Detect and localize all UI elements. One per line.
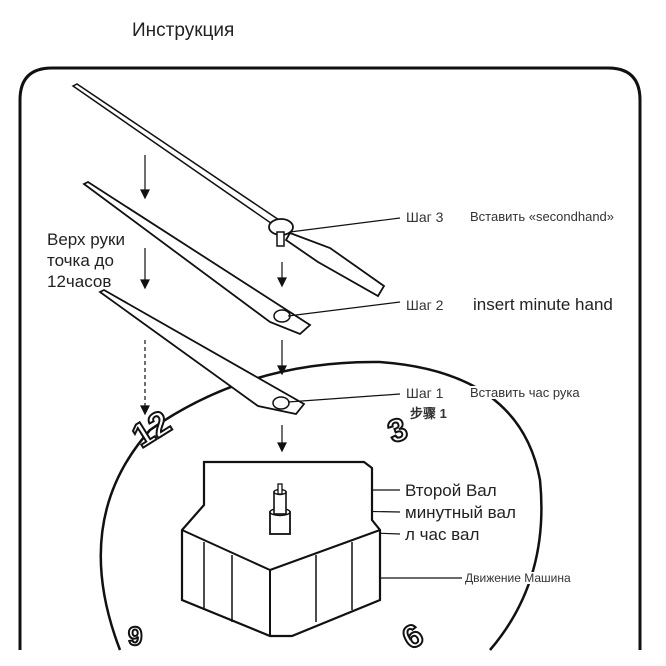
step-2-label: Шаг 2	[406, 297, 444, 313]
dial-number-12: 12	[126, 403, 178, 455]
second-hand	[71, 83, 386, 298]
hour-hand	[98, 288, 306, 415]
dial-number-6: 6	[396, 616, 429, 656]
minute-hand	[82, 180, 312, 336]
frame-border	[18, 66, 642, 650]
step-1-text: Вставить час рука	[470, 385, 580, 400]
side-note-line-1: Верх руки	[47, 230, 125, 249]
dial-number-3: 3	[383, 410, 412, 450]
hour-shaft-label: л час вал	[405, 525, 480, 544]
step-2-text: insert minute hand	[473, 295, 613, 314]
side-note-line-2: точка до	[47, 251, 114, 270]
side-note-line-3: 12часов	[47, 272, 112, 291]
step-3-text: Вставить «secondhand»	[470, 209, 615, 224]
minute-shaft-label: минутный вал	[405, 503, 516, 522]
clock-movement-box	[180, 460, 382, 638]
movement-shafts	[269, 483, 291, 535]
step-3-label: Шаг 3	[406, 209, 444, 225]
second-shaft-label: Второй Вал	[405, 481, 497, 500]
step-1-label: Шаг 1	[406, 385, 444, 401]
movement-label: Движение Машина	[465, 571, 571, 585]
page-title: Инструкция	[128, 20, 239, 41]
dial-number-9: 9	[128, 621, 142, 651]
clock-dial-arc	[99, 360, 543, 651]
assembly-arrows	[140, 155, 287, 453]
chinese-step-label: 步骤 1	[410, 406, 447, 421]
